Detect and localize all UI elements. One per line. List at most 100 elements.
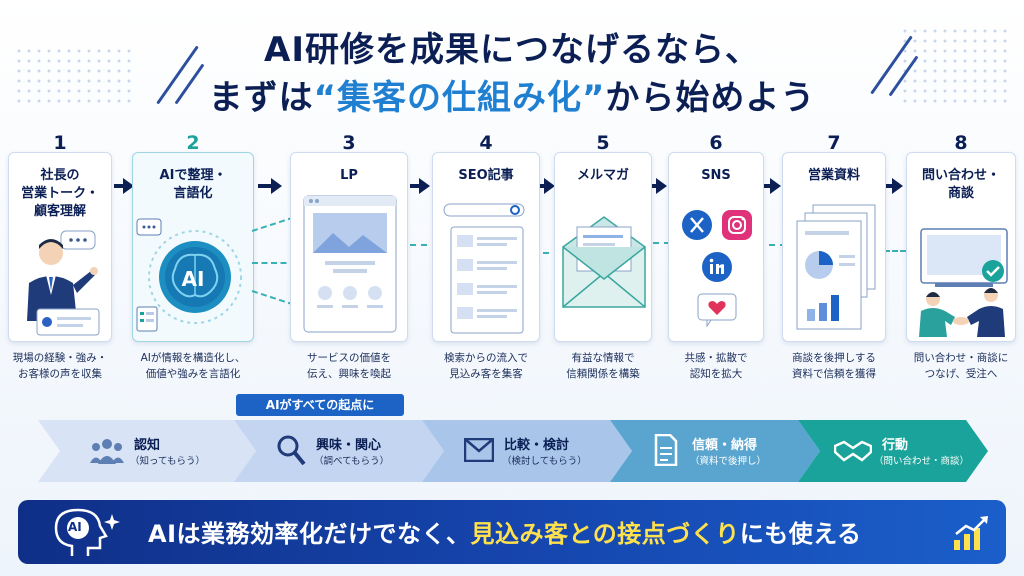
step-card: 問い合わせ・ 商談 [906, 152, 1016, 342]
step-number: 5 [596, 132, 610, 154]
banner-highlight: 見込み客との接点づくり [470, 520, 740, 548]
stage-label: 比較・検討 [504, 438, 570, 453]
flow-arrow [886, 184, 894, 188]
dashed-connector [876, 250, 906, 252]
step-card: AIで整理・ 言語化 AI [132, 152, 254, 342]
headline-pre: まずは [208, 78, 314, 118]
flow-arrow-head [892, 178, 903, 194]
search-icon [276, 434, 306, 468]
banner-post: にも使える [739, 520, 862, 548]
dot-pattern-right [900, 26, 1010, 106]
stage-label: 認知 [134, 438, 161, 453]
dot-pattern-left [14, 46, 134, 106]
mail-icon [464, 438, 494, 462]
flow-arrow-head [123, 178, 134, 194]
step-3: 3 LP サービスの価値を 伝え、興味を喚起 [290, 132, 408, 388]
dashed-connector [252, 262, 296, 264]
envelope-icon [562, 216, 646, 308]
growth-chart-icon [954, 516, 988, 550]
headline-line-2: まずは“集客の仕組み化”から始めよう [0, 70, 1024, 119]
journey-stage-awareness: 認知 （知ってもらう） [38, 420, 256, 482]
step-6: 6 SNS 共感・拡散で 認知を拡大 [668, 132, 764, 388]
step-card: 営業資料 [782, 152, 886, 342]
ai-head-icon [54, 508, 120, 556]
step-number: 2 [186, 132, 200, 154]
people-icon [90, 436, 124, 466]
bottom-message-banner: AI AIは業務効率化だけでなく、見込み客との接点づくりにも使える [18, 500, 1006, 564]
dashed-connector [642, 242, 670, 244]
dashed-connector [388, 244, 438, 246]
stage-label: 興味・関心 [316, 438, 382, 453]
journey-stage-action: 行動 （問い合わせ・商談） [798, 420, 988, 482]
step-4: 4 SEO記事 検索からの流入で 見込み客を集客 [432, 132, 540, 388]
step-title: 問い合わせ・ 商談 [921, 168, 1000, 201]
flow-arrow [764, 184, 772, 188]
flow-arrow-head [656, 178, 667, 194]
step-description: AIが情報を構造化し、 価値や強みを言語化 [140, 352, 246, 380]
step-number: 1 [53, 132, 67, 154]
banner-message: AIは業務効率化だけでなく、見込み客との接点づくりにも使える [148, 514, 862, 549]
businessman-illustration [27, 230, 100, 336]
stage-sub: （調べてもらう） [314, 456, 390, 467]
step-number: 7 [827, 132, 841, 154]
flow-arrow-head [271, 178, 282, 194]
customer-journey-band: 認知 （知ってもらう） 興味・関心 （調べてもらう） 比較・検討 （検討してもら… [38, 420, 988, 482]
stage-sub: （資料で後押し） [690, 456, 767, 467]
step-description: 共感・拡散で 認知を拡大 [684, 352, 748, 380]
step-number: 6 [709, 132, 723, 154]
step-description: 検索からの流入で 見込み客を集客 [444, 352, 528, 380]
step-number: 8 [954, 132, 968, 154]
flow-arrow [258, 184, 272, 188]
document-icon [654, 434, 678, 466]
step-number: 3 [342, 132, 356, 154]
step-2: 2 AIで整理・ 言語化 AI AIが情報を構造化し、 価値や強みを言語化 [132, 132, 254, 388]
step-description: 現場の経験・強み・ お客様の声を収集 [12, 352, 108, 380]
step-1: 1 社長の 営業トーク・ 顧客理解 現場の経験・強み・ お客様の声を収集 [8, 132, 112, 388]
step-7: 7 営業資料 商談を後押しする 資料で信頼を獲得 [782, 132, 886, 388]
step-number: 4 [479, 132, 493, 154]
stage-sub: （検討してもらう） [502, 456, 587, 467]
dashed-connector [758, 244, 786, 246]
step-description: 商談を後押しする 資料で信頼を獲得 [792, 352, 876, 380]
stage-label: 行動 [882, 438, 909, 453]
sales-document-icon [796, 204, 876, 330]
linkedin-icon [702, 252, 732, 282]
flow-arrow [540, 184, 546, 188]
step-5: 5 メルマガ 有益な情報で 信頼関係を構築 [554, 132, 652, 388]
step-title: メルマガ [576, 168, 629, 183]
step-8: 8 問い合わせ・ 商談 問い合わせ・商談に つなげ、受注へ [906, 132, 1016, 388]
step-title: 社長の 営業トーク・ 顧客理解 [21, 168, 99, 219]
instagram-icon [722, 210, 752, 240]
step-card: 社長の 営業トーク・ 顧客理解 [8, 152, 112, 342]
step-description: 問い合わせ・商談に つなげ、受注へ [913, 352, 1009, 380]
x-logo-icon [682, 210, 712, 240]
headline-line-1: AI研修を成果につなげるなら、 [264, 30, 760, 70]
handshake-icon [834, 438, 872, 464]
banner-pre: AIは業務効率化だけでなく、 [148, 520, 471, 548]
flow-arrow-head [544, 178, 555, 194]
headline-accent: “集客の仕組み化” [313, 78, 606, 118]
step-title: AIで整理・ 言語化 [159, 168, 227, 201]
step-title: LP [340, 168, 358, 183]
ai-badge-text: AI [181, 267, 205, 291]
step-card: SEO記事 [432, 152, 540, 342]
stage-sub: （知ってもらう） [130, 456, 206, 467]
flow-arrow [410, 184, 420, 188]
stage-sub: （問い合わせ・商談） [874, 456, 970, 467]
heart-icon [697, 293, 737, 327]
stage-label: 信頼・納得 [692, 438, 758, 453]
journey-stage-consideration: 比較・検討 （検討してもらう） [422, 420, 632, 482]
flow-arrow [114, 184, 124, 188]
ai-head-badge: AI [68, 520, 82, 534]
step-title: SEO記事 [458, 168, 514, 183]
step-description: サービスの価値を 伝え、興味を喚起 [307, 352, 391, 380]
headline-post: から始めよう [605, 78, 816, 118]
ai-brain-icon [136, 218, 242, 332]
flow-arrow [652, 184, 658, 188]
flow-arrow-head [770, 178, 781, 194]
handshake-meeting-illustration [919, 228, 1008, 337]
journey-stage-trust: 信頼・納得 （資料で後押し） [610, 420, 820, 482]
landing-page-icon [303, 195, 397, 333]
step-card: SNS [668, 152, 764, 342]
flow-arrow-head [419, 178, 430, 194]
